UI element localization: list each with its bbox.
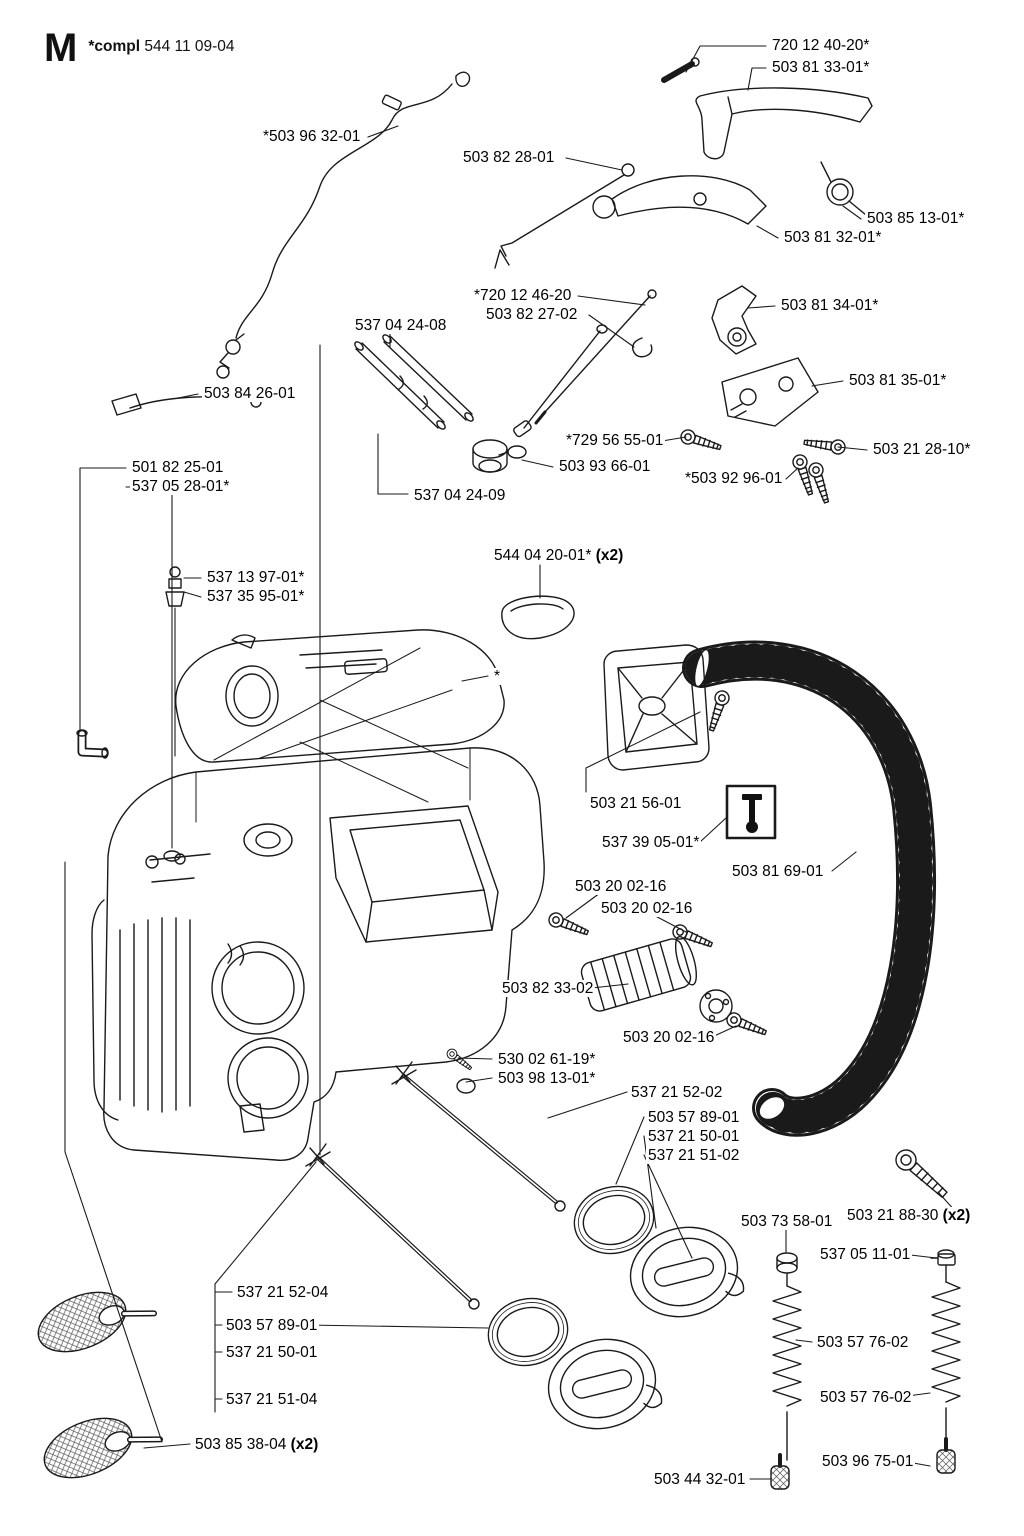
section-letter: M [44,26,79,70]
fuel-filter-small-2 [935,1437,957,1475]
leader-lines [64,45,958,1480]
diagram-header: M *compl 544 11 09-04 [44,28,235,68]
air-filter-cover-drawing [603,644,710,771]
throttle-rod-drawing [494,163,635,269]
grommet-drawing [776,1252,798,1274]
throttle-lockout-drawing [592,175,767,225]
cap-ring-1 [566,1177,662,1263]
throttle-cable-drawing [216,71,471,379]
throttle-trigger-drawing [695,87,873,160]
fuel-spring-2 [931,1265,961,1445]
compl-number: 544 11 09-04 [140,38,235,55]
damper-drawing [580,935,733,1023]
compl-prefix: *compl [88,38,141,55]
trigger-pin-drawing [661,57,700,83]
tank-plug-drawing [501,595,575,640]
fuel-spring-1 [772,1273,802,1461]
wrench-box [725,784,777,840]
tank-rod-1 [391,1061,566,1212]
fuel-filter-small-1 [769,1453,791,1491]
tank-filter-1 [30,1272,157,1364]
crankcase-drawing [91,629,545,1161]
tank-filter-2 [36,1398,163,1490]
ground-wire-drawing [111,393,262,416]
screws [444,427,953,1203]
handle-drawing [682,640,936,1137]
mount-plate-drawing [721,357,819,427]
fuel-hose-drawing [354,334,474,430]
trigger-spring-drawing [820,161,867,216]
tank-vent-drawing [472,439,527,473]
tank-rod-2 [305,1143,480,1310]
purge-valve-drawing [165,566,185,607]
choke-bracket-drawing [711,285,757,355]
assembly-number: *compl 544 11 09-04 [88,38,234,56]
choke-rod-drawing [513,289,657,438]
wrench-icon [742,794,762,833]
elbow-fitting-drawing [76,729,109,759]
cap-ring-2 [480,1289,576,1375]
fuel-cap-1 [620,1215,748,1329]
